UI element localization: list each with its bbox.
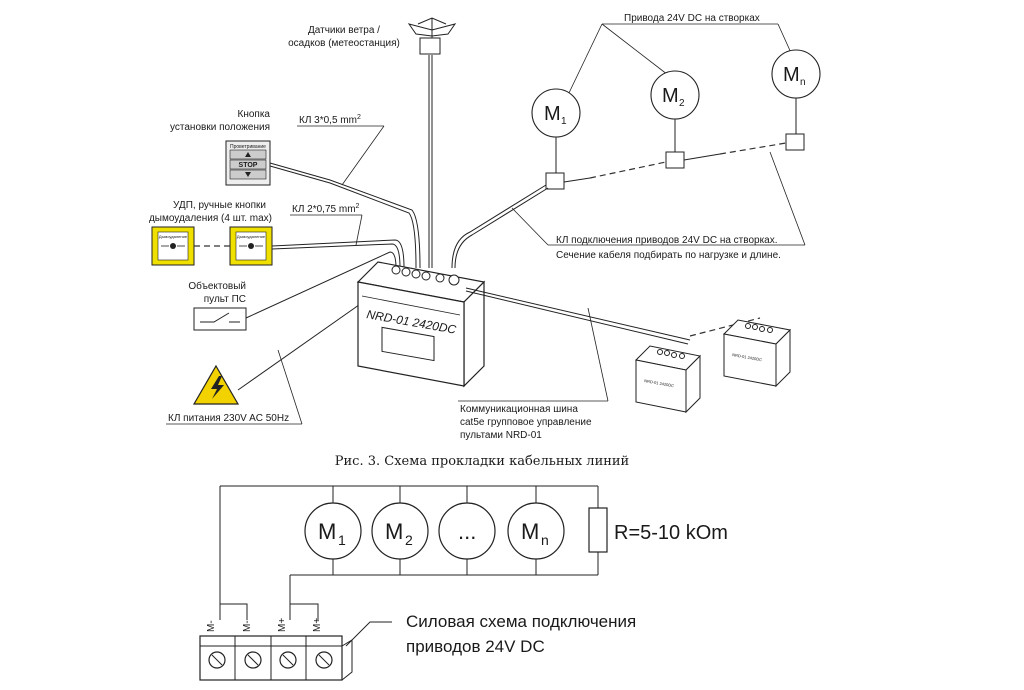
cable-3x05-label: КЛ 3*0,5 mm2 xyxy=(299,114,361,126)
motor-m2-sub: 2 xyxy=(679,98,685,109)
position-button-panel: Проветривание STOP xyxy=(225,140,271,186)
high-voltage-warning-icon xyxy=(192,364,240,405)
junction-box-m1 xyxy=(545,172,565,190)
motor-m2-bottom-sub: 2 xyxy=(405,532,413,548)
motor-mn-top: M n xyxy=(771,49,821,99)
resistor xyxy=(588,507,608,553)
motor-m2-top: M 2 xyxy=(650,70,700,120)
motor-m1-bottom-sub: 1 xyxy=(338,532,346,548)
motor-ellipsis-bottom xyxy=(438,502,496,560)
position-button-stop: STOP xyxy=(239,162,258,169)
controller-glands xyxy=(391,265,460,286)
wind-sensor-label-line1: Датчики ветра / xyxy=(308,25,380,36)
comm-bus-label-line2: cat5e групповое управление xyxy=(460,417,592,428)
junction-box-mn xyxy=(785,133,805,151)
nrd01-controller xyxy=(356,261,486,388)
cable-2x075-label: КЛ 2*0,75 mm2 xyxy=(292,203,360,215)
motor-m1-top: M 1 xyxy=(531,88,581,138)
comm-bus-label-line3: пультами NRD-01 xyxy=(460,430,542,441)
terminal-label-1: M- xyxy=(206,620,217,632)
small-controller-2: NRD-01 2420DC xyxy=(722,319,792,388)
resistor-label: R=5-10 kOm xyxy=(614,522,728,544)
power-scheme-label-line2: приводов 24V DC xyxy=(406,637,545,656)
small-controller-1-name: NRD-01 2420DC xyxy=(644,378,675,388)
motor-m2-bottom xyxy=(371,502,429,560)
udp-button-2: Дымоудаление xyxy=(229,226,273,266)
motor-mn-bottom-sub: n xyxy=(541,532,549,548)
motor-mn-sub: n xyxy=(800,77,806,88)
udp-plate-text-1: Дымоудаление xyxy=(159,234,188,239)
position-button-label-line2: установки положения xyxy=(170,122,270,133)
udp-label-line1: УДП, ручные кнопки xyxy=(173,200,266,211)
terminal-label-3: M+ xyxy=(277,618,288,632)
object-panel-label-line1: Объектовый xyxy=(188,280,246,292)
terminal-label-4: M+ xyxy=(312,618,323,632)
motor-m2-bottom-letter: M xyxy=(385,519,403,544)
udp-label-line2: дымоудаления (4 шт. max) xyxy=(149,213,272,224)
figure-caption: Рис. 3. Схема прокладки кабельных линий xyxy=(335,454,629,469)
motor-mn-bottom-letter: M xyxy=(521,519,539,544)
power-scheme-label-line1: Силовая схема подключения xyxy=(406,612,636,631)
motor-m2-letter: M xyxy=(662,85,679,107)
position-button-label-line1: Кнопка xyxy=(238,109,271,120)
motor-m1-bottom xyxy=(304,502,362,560)
motor-m1-sub: 1 xyxy=(561,116,567,127)
power-cable-label: КЛ питания 230V AC 50Hz xyxy=(168,413,289,424)
junction-box-m2 xyxy=(665,151,685,169)
udp-plate-text-2: Дымоудаление xyxy=(237,234,266,239)
drive-cable-label-line1: КЛ подключения приводов 24V DC на створк… xyxy=(556,235,778,246)
motor-m1-letter: M xyxy=(544,103,561,125)
position-button-header: Проветривание xyxy=(230,144,266,150)
comm-bus-label-line1: Коммуникационная шина xyxy=(460,404,578,415)
object-panel-label-line2: пульт ПС xyxy=(204,294,246,305)
object-panel-switch xyxy=(193,307,247,331)
wind-sensor-label-line2: осадков (метеостанция) xyxy=(288,38,400,49)
drives-label: Привода 24V DC на створках xyxy=(624,13,760,24)
power-wiring-diagram: M 1 M 2 ... M n R=5-10 kOm M- M- M+ M+ xyxy=(199,485,728,681)
motor-mn-letter: M xyxy=(783,64,800,86)
udp-button-1: Дымоудаление xyxy=(151,226,195,266)
motor-mn-bottom xyxy=(507,502,565,560)
terminal-block xyxy=(199,635,353,681)
small-controller-2-name: NRD-01 2420DC xyxy=(732,352,763,362)
small-controller-1: NRD-01 2420DC xyxy=(634,345,702,414)
motor-m1-bottom-letter: M xyxy=(318,519,336,544)
terminal-label-2: M- xyxy=(242,620,253,632)
motor-ellipsis-text: ... xyxy=(458,519,476,544)
weather-station-icon xyxy=(407,17,457,268)
drive-cable-label-line2: Сечение кабеля подбирать по нагрузке и д… xyxy=(556,249,781,261)
